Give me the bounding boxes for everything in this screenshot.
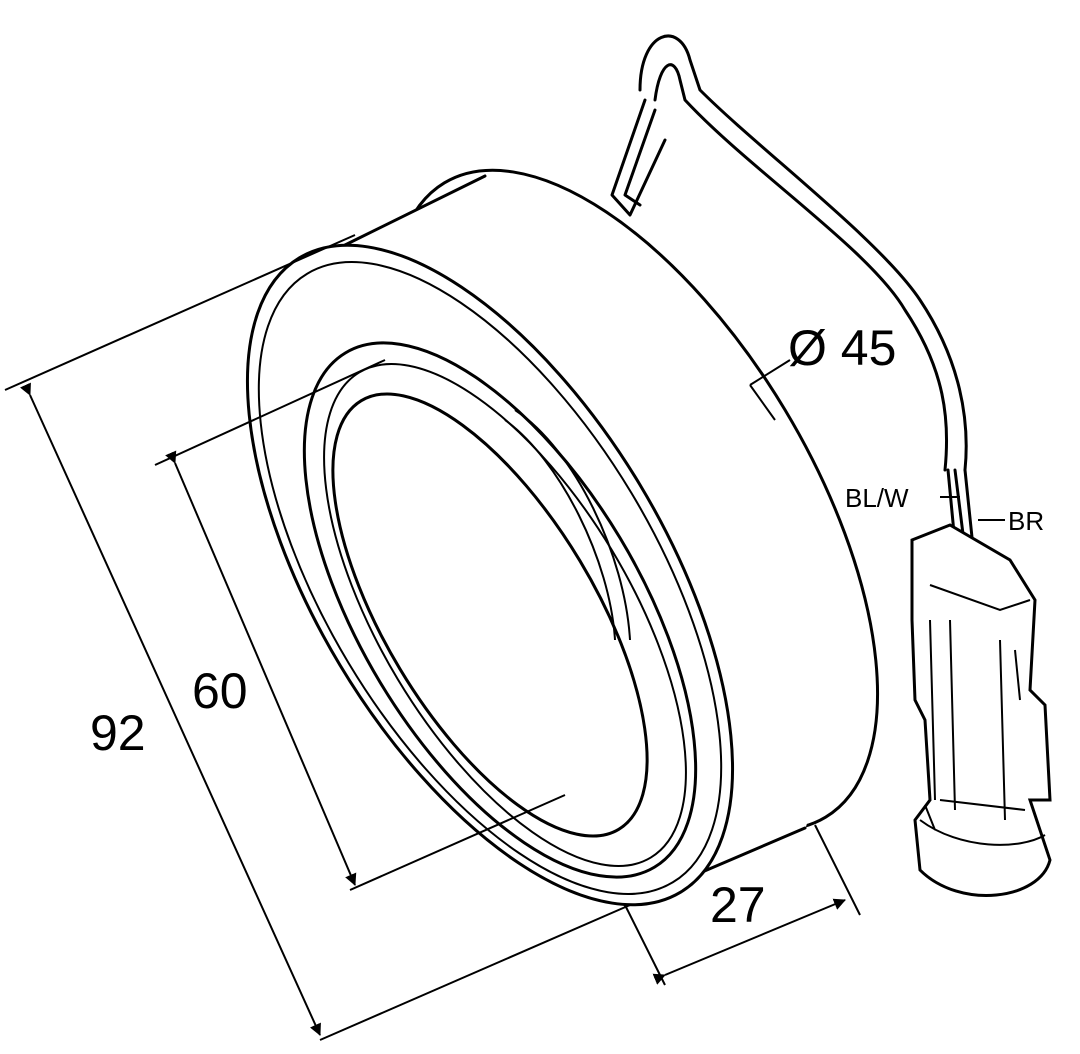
diameter-45-label: Ø 45 [788, 320, 896, 376]
dimension-92-label: 92 [90, 705, 146, 761]
wire-labels: BL/W BR [845, 483, 1044, 536]
connector [910, 523, 1052, 897]
cable [610, 34, 980, 597]
coil-front-face [245, 243, 735, 907]
wire-label-br: BR [1008, 506, 1044, 536]
dimension-27-label: 27 [710, 877, 766, 933]
dimension-60-label: 60 [192, 663, 248, 719]
wire-label-blw: BL/W [845, 483, 909, 513]
dimension-diameter-45: Ø 45 [749, 320, 896, 386]
dimension-60: 60 [154, 359, 566, 891]
dimension-27: 27 [624, 824, 861, 986]
